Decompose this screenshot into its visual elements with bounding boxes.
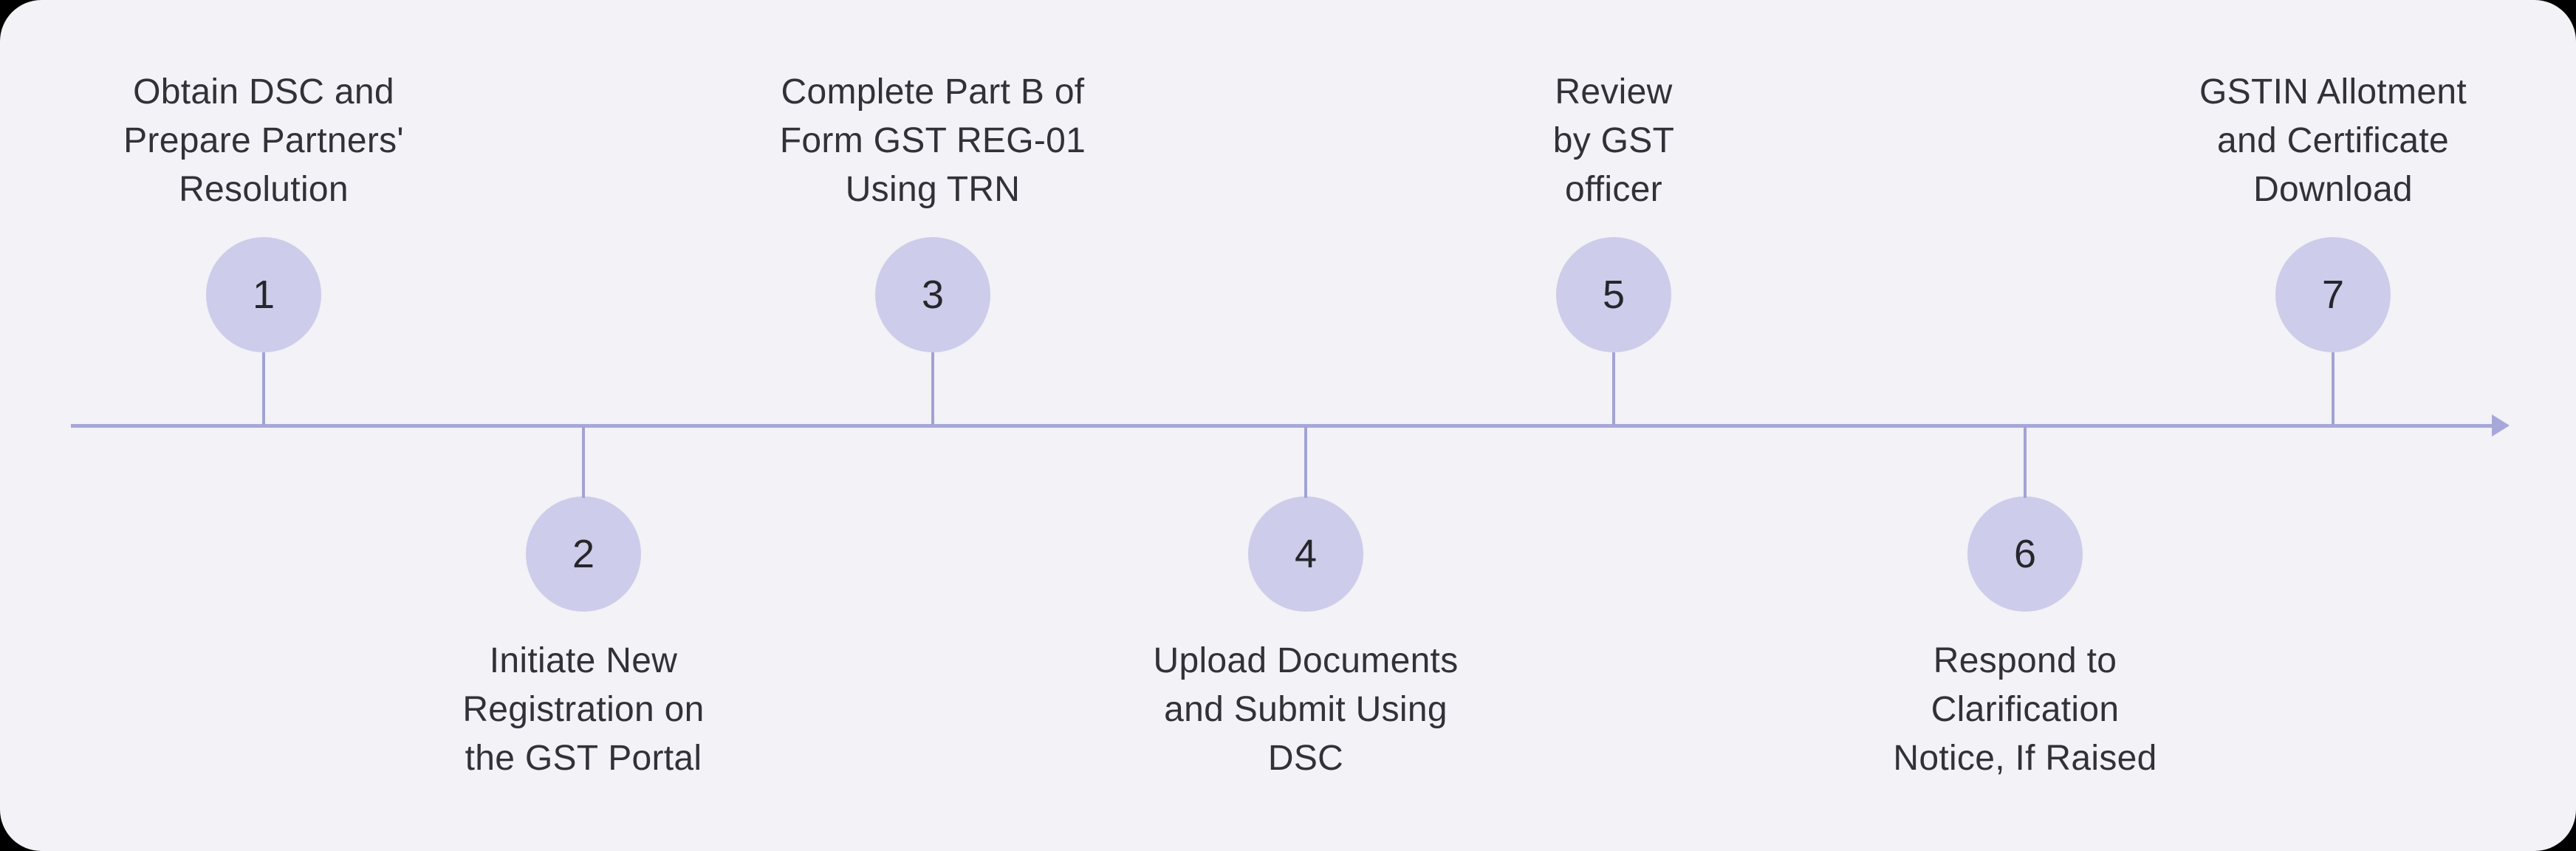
step-label: Review by GST officer bbox=[1436, 68, 1791, 214]
step-label-line: Form GST REG-01 bbox=[779, 121, 1086, 160]
step-label-line: Initiate New bbox=[489, 641, 678, 680]
step-number: 3 bbox=[921, 273, 945, 317]
step-number-circle: 4 bbox=[1248, 496, 1363, 612]
step-label-line: Upload Documents bbox=[1153, 641, 1459, 680]
step-label-line: Clarification bbox=[1931, 690, 2120, 729]
step-label-line: Using TRN bbox=[845, 170, 1021, 209]
step-label-line: Notice, If Raised bbox=[1893, 739, 2157, 778]
timeline-arrowhead-icon bbox=[2492, 414, 2510, 437]
step-label-line: the GST Portal bbox=[465, 739, 702, 778]
step-label-line: DSC bbox=[1267, 739, 1344, 778]
step-label-line: Resolution bbox=[179, 170, 349, 209]
step-number: 2 bbox=[572, 532, 595, 576]
step-number-circle: 7 bbox=[2275, 237, 2391, 352]
step-number-circle: 2 bbox=[526, 496, 641, 612]
step-label-line: Obtain DSC and bbox=[133, 72, 394, 112]
step-connector-line bbox=[931, 352, 934, 426]
step-label-line: officer bbox=[1565, 170, 1662, 209]
step-number-circle: 6 bbox=[1967, 496, 2083, 612]
step-number: 1 bbox=[252, 273, 275, 317]
step-connector-line bbox=[1304, 426, 1307, 498]
step-label-line: and Certificate bbox=[2217, 121, 2449, 160]
step-label-line: Respond to bbox=[1933, 641, 2117, 680]
step-number: 4 bbox=[1294, 532, 1318, 576]
step-connector-line bbox=[2332, 352, 2334, 426]
step-number: 7 bbox=[2321, 273, 2345, 317]
step-connector-line bbox=[1612, 352, 1615, 426]
step-label-line: Registration on bbox=[462, 690, 705, 729]
step-label-line: Prepare Partners' bbox=[123, 121, 404, 160]
step-number-circle: 1 bbox=[206, 237, 321, 352]
step-label-line: Download bbox=[2253, 170, 2413, 209]
step-connector-line bbox=[2024, 426, 2027, 498]
step-connector-line bbox=[582, 426, 585, 498]
step-label-line: by GST bbox=[1552, 121, 1675, 160]
timeline-step-5: Review by GST officer 5 bbox=[1436, 0, 1791, 851]
step-label-line: Complete Part B of bbox=[781, 72, 1085, 112]
step-number: 6 bbox=[2013, 532, 2037, 576]
step-number: 5 bbox=[1602, 273, 1626, 317]
step-label-line: GSTIN Allotment bbox=[2199, 72, 2467, 112]
step-connector-line bbox=[262, 352, 265, 426]
step-label-line: Review bbox=[1555, 72, 1673, 112]
step-number-circle: 3 bbox=[875, 237, 990, 352]
timeline-axis bbox=[71, 424, 2495, 428]
step-number-circle: 5 bbox=[1556, 237, 1671, 352]
step-label-line: and Submit Using bbox=[1164, 690, 1448, 729]
